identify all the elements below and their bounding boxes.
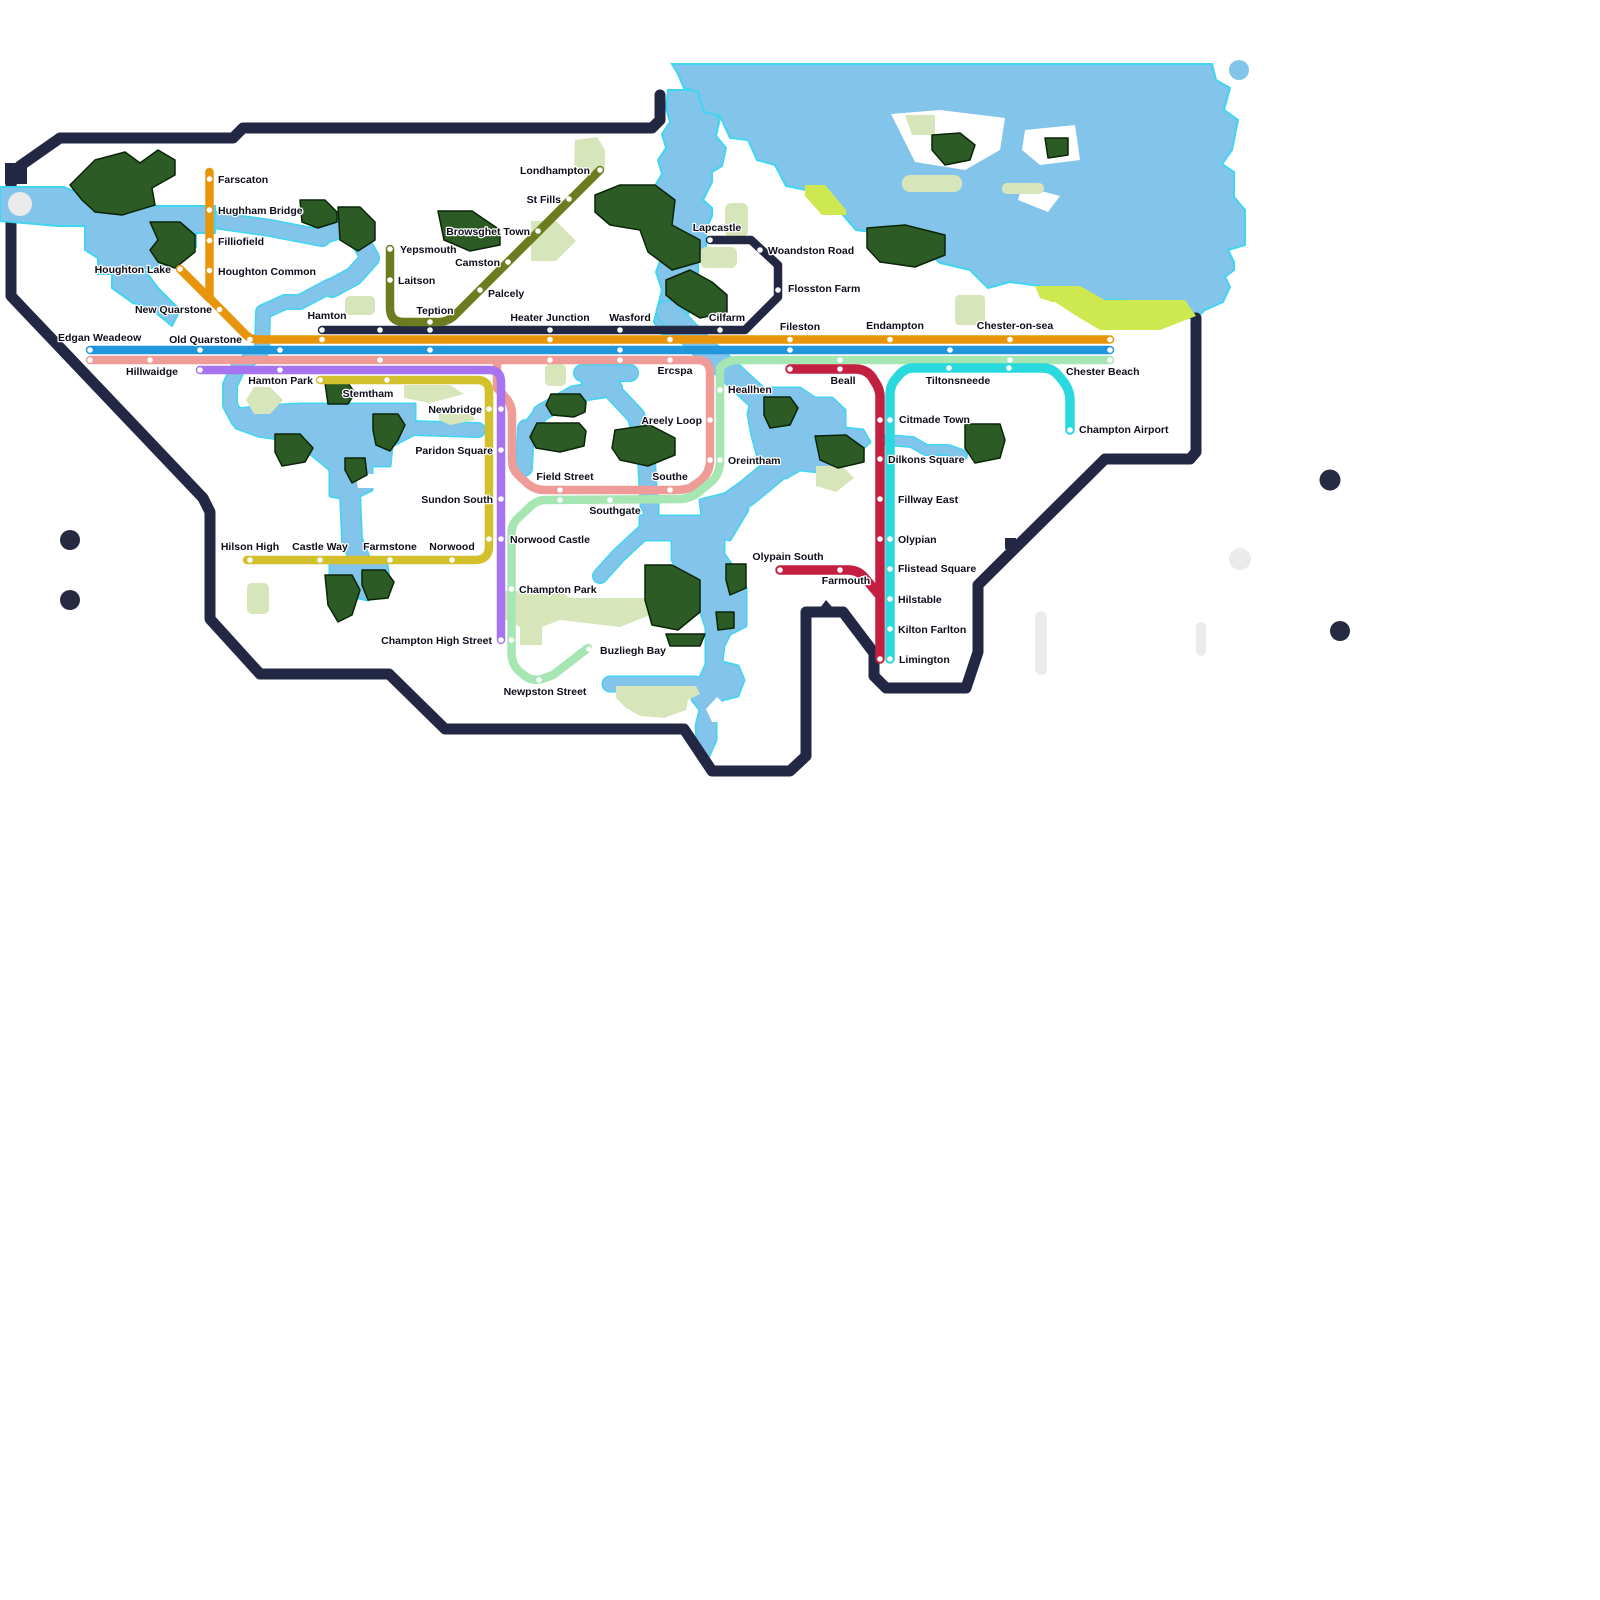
svg-text:Fileston: Fileston — [780, 321, 820, 333]
svg-text:Heallhen: Heallhen — [728, 384, 772, 396]
svg-text:Chester Beach: Chester Beach — [1066, 366, 1140, 378]
svg-text:Farscaton: Farscaton — [218, 174, 268, 186]
svg-text:Tiltonsneede: Tiltonsneede — [926, 375, 991, 387]
svg-text:Cilfarm: Cilfarm — [709, 312, 745, 324]
svg-text:Yepsmouth: Yepsmouth — [400, 244, 457, 256]
svg-text:Oreintham: Oreintham — [728, 455, 781, 467]
svg-text:Edgan Weadeow: Edgan Weadeow — [58, 332, 142, 344]
svg-text:Londhampton: Londhampton — [520, 165, 590, 177]
svg-text:Paridon Square: Paridon Square — [415, 445, 493, 457]
svg-text:Stemtham: Stemtham — [343, 388, 394, 400]
svg-text:Kilton Farlton: Kilton Farlton — [898, 624, 966, 636]
svg-text:Houghton Common: Houghton Common — [218, 266, 316, 278]
svg-text:Beall: Beall — [830, 375, 855, 387]
svg-text:Flosston Farm: Flosston Farm — [788, 283, 860, 295]
svg-text:Fillway East: Fillway East — [898, 494, 959, 506]
svg-text:Browsghet Town: Browsghet Town — [446, 226, 530, 238]
svg-text:Hughham Bridge: Hughham Bridge — [218, 205, 303, 217]
svg-text:Old Quarstone: Old Quarstone — [169, 334, 242, 346]
svg-text:New Quarstone: New Quarstone — [135, 304, 212, 316]
svg-text:Field Street: Field Street — [536, 471, 594, 483]
svg-text:Areely Loop: Areely Loop — [641, 415, 702, 427]
svg-text:Endampton: Endampton — [866, 320, 924, 332]
svg-text:Flistead Square: Flistead Square — [898, 563, 976, 575]
svg-text:Newpston Street: Newpston Street — [504, 686, 587, 698]
svg-text:Lapcastle: Lapcastle — [693, 222, 742, 234]
svg-text:Castle Way: Castle Way — [292, 541, 348, 553]
svg-text:Houghton Lake: Houghton Lake — [95, 264, 172, 276]
svg-text:Buzliegh Bay: Buzliegh Bay — [600, 645, 666, 657]
svg-text:Hillwaidge: Hillwaidge — [126, 366, 178, 378]
svg-text:Olypian: Olypian — [898, 534, 937, 546]
svg-text:Hilson High: Hilson High — [221, 541, 279, 553]
svg-text:Woandston Road: Woandston Road — [768, 245, 854, 257]
svg-text:Chester-on-sea: Chester-on-sea — [977, 320, 1054, 332]
svg-text:Farmouth: Farmouth — [822, 575, 870, 587]
svg-text:Laitson: Laitson — [398, 275, 435, 287]
svg-text:Sundon South: Sundon South — [421, 494, 493, 506]
svg-text:Camston: Camston — [455, 257, 500, 269]
svg-text:Dilkons Square: Dilkons Square — [888, 454, 965, 466]
svg-text:Norwood Castle: Norwood Castle — [510, 534, 590, 546]
svg-text:Teption: Teption — [416, 305, 453, 317]
svg-text:Champton High Street: Champton High Street — [381, 635, 492, 647]
svg-text:Wasford: Wasford — [609, 312, 651, 324]
svg-text:Champton Airport: Champton Airport — [1079, 424, 1169, 436]
svg-text:Ercspa: Ercspa — [657, 365, 692, 377]
svg-text:Southe: Southe — [652, 471, 688, 483]
svg-text:Citmade Town: Citmade Town — [899, 414, 970, 426]
svg-text:Palcely: Palcely — [488, 288, 524, 300]
svg-text:Norwood: Norwood — [429, 541, 475, 553]
svg-text:Newbridge: Newbridge — [428, 404, 482, 416]
svg-text:Champton Park: Champton Park — [519, 584, 597, 596]
svg-text:Hamton: Hamton — [307, 310, 346, 322]
svg-text:Limington: Limington — [899, 654, 950, 666]
svg-text:St Fills: St Fills — [527, 194, 562, 206]
svg-text:Farmstone: Farmstone — [363, 541, 417, 553]
svg-text:Olypain South: Olypain South — [752, 551, 823, 563]
svg-text:Hamton Park: Hamton Park — [248, 375, 313, 387]
svg-text:Filliofield: Filliofield — [218, 236, 264, 248]
svg-text:Heater Junction: Heater Junction — [510, 312, 589, 324]
svg-text:Southgate: Southgate — [589, 505, 640, 517]
svg-text:Hilstable: Hilstable — [898, 594, 942, 606]
